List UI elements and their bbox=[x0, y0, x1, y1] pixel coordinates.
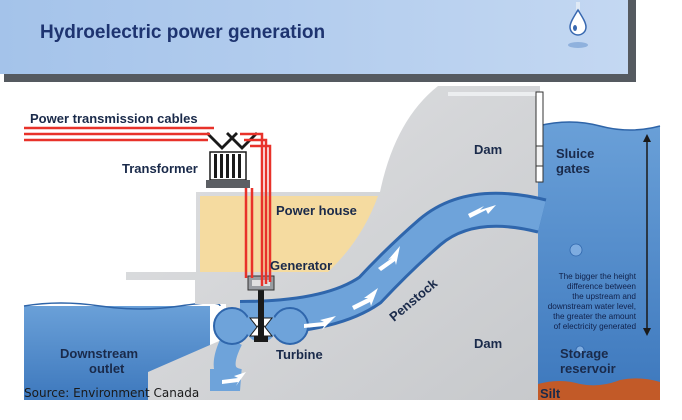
note-line: downstream water level, bbox=[548, 302, 636, 311]
label-cables: Power transmission cables bbox=[30, 111, 198, 126]
label-sluice-1: Sluice bbox=[556, 146, 594, 161]
flow-arrow bbox=[378, 246, 400, 271]
note-line: the upstream and bbox=[572, 292, 636, 301]
reservoir-surface bbox=[537, 121, 661, 131]
label-generator: Generator bbox=[270, 258, 332, 273]
power-cables bbox=[24, 126, 272, 286]
transformer bbox=[206, 132, 258, 188]
water-drop-icon bbox=[568, 2, 588, 48]
sluice-gate bbox=[535, 91, 544, 183]
label-storage-2: reservoir bbox=[560, 361, 616, 376]
flow-arrows bbox=[222, 205, 496, 386]
silt-layer bbox=[538, 378, 660, 400]
flow-arrow bbox=[352, 288, 378, 310]
note-line: the greater the amount bbox=[553, 312, 637, 321]
turbine bbox=[248, 286, 274, 342]
cable-line bbox=[244, 138, 268, 284]
flow-arrow bbox=[304, 316, 336, 330]
title-banner bbox=[0, 0, 636, 82]
height-difference-arrow bbox=[643, 134, 651, 336]
label-silt: Silt bbox=[540, 386, 561, 401]
power-house bbox=[200, 196, 378, 272]
dam-crest bbox=[448, 92, 536, 96]
page-title: Hydroelectric power generation bbox=[40, 22, 325, 43]
note-line: of electricity generated bbox=[554, 322, 637, 331]
label-dam-bottom: Dam bbox=[474, 336, 502, 351]
water-bubbles bbox=[569, 243, 585, 355]
flow-arrow bbox=[222, 372, 246, 386]
label-power-house: Power house bbox=[276, 203, 357, 218]
label-transformer: Transformer bbox=[122, 161, 198, 176]
label-turbine: Turbine bbox=[276, 347, 323, 362]
note-line: The bigger the height bbox=[559, 272, 637, 281]
cable-line bbox=[240, 132, 264, 286]
cable-line bbox=[250, 144, 272, 282]
note-line: difference between bbox=[567, 282, 636, 291]
turbine-chamber-left bbox=[213, 307, 251, 345]
label-downstream-2: outlet bbox=[89, 361, 125, 376]
label-storage-1: Storage bbox=[560, 346, 608, 361]
label-dam-top: Dam bbox=[474, 142, 502, 157]
flow-arrow bbox=[468, 205, 496, 218]
height-note: The bigger the height difference between… bbox=[548, 272, 637, 331]
storage-reservoir bbox=[538, 122, 660, 400]
label-sluice-2: gates bbox=[556, 161, 590, 176]
turbine-chamber-right bbox=[271, 307, 309, 345]
source-credit: Source: Environment Canada bbox=[24, 386, 199, 400]
label-downstream-1: Downstream bbox=[60, 346, 138, 361]
